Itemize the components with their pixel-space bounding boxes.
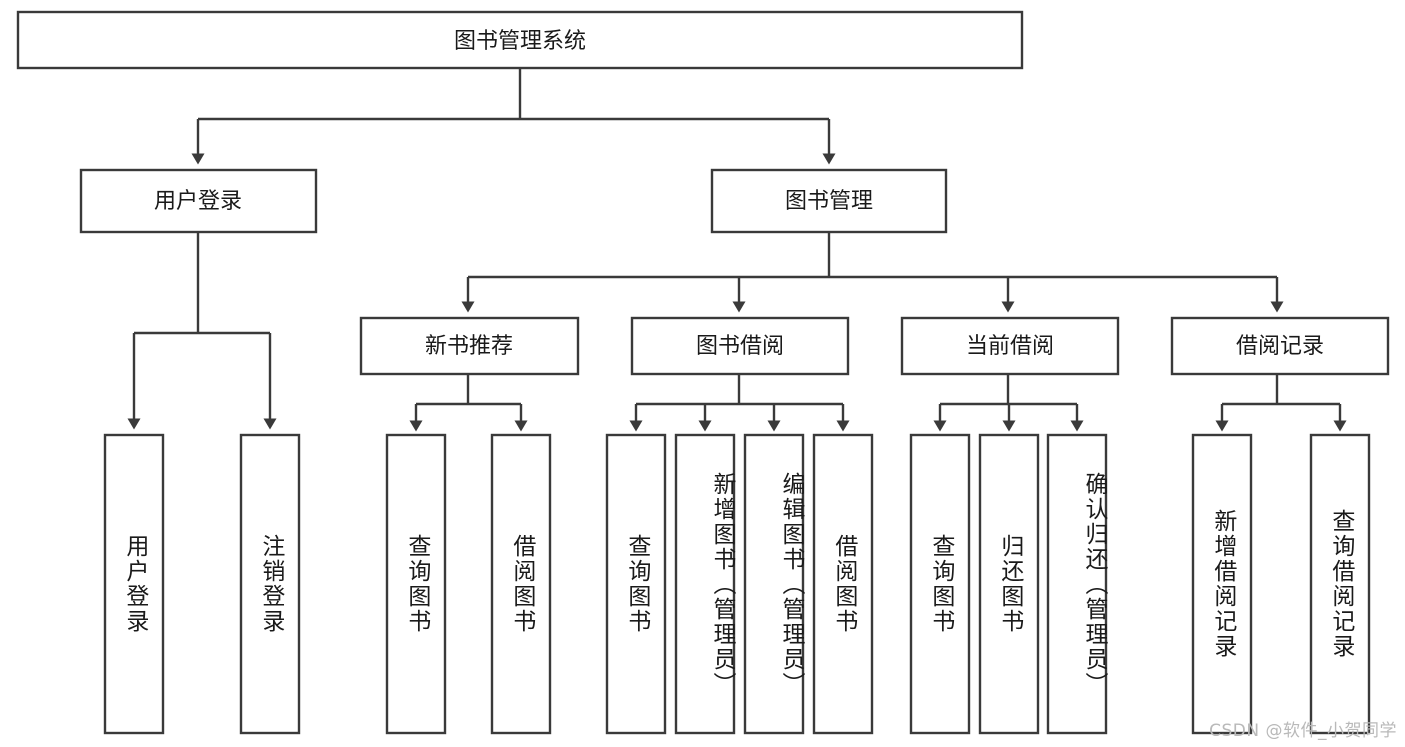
leaf-borrow-book-box[interactable] bbox=[812, 433, 874, 735]
node-book-borrow-box[interactable] bbox=[630, 316, 850, 376]
node-book-manage[interactable]: 图书管理 bbox=[710, 168, 948, 234]
leaf-edit-book-box[interactable] bbox=[743, 433, 805, 735]
leaf-return-book-box[interactable] bbox=[978, 433, 1040, 735]
leaf-user-login-box[interactable] bbox=[103, 433, 165, 735]
node-root[interactable]: 图书管理系统 bbox=[16, 10, 1024, 70]
leaf-add-book-box[interactable] bbox=[674, 433, 736, 735]
node-user-login[interactable]: 用户登录 bbox=[79, 168, 318, 234]
node-borrow-record[interactable]: 借阅记录 bbox=[1170, 316, 1390, 376]
node-borrow-record-box[interactable] bbox=[1170, 316, 1390, 376]
leaf-logout-login-box[interactable] bbox=[239, 433, 301, 735]
node-book-borrow[interactable]: 图书借阅 bbox=[630, 316, 850, 376]
node-new-book-rec[interactable]: 新书推荐 bbox=[359, 316, 580, 376]
leaf-boxes-group bbox=[103, 433, 1371, 735]
leaf-query-record-box[interactable] bbox=[1309, 433, 1371, 735]
node-current-borrow-label: 当前借阅 bbox=[966, 334, 1054, 359]
node-borrow-record-label: 借阅记录 bbox=[1236, 334, 1324, 359]
node-user-login-label: 用户登录 bbox=[154, 189, 242, 214]
leaf-borrow-book-rec-box[interactable] bbox=[490, 433, 552, 735]
leaf-query-book-rec-box[interactable] bbox=[385, 433, 447, 735]
node-user-login-box[interactable] bbox=[79, 168, 318, 234]
watermark-text: CSDN @软件_小贺同学 bbox=[1209, 721, 1397, 741]
edges-group bbox=[127, 68, 1347, 432]
leaf-query-book-borrow-box[interactable] bbox=[605, 433, 667, 735]
node-book-manage-box[interactable] bbox=[710, 168, 948, 234]
leaf-confirm-return-box[interactable] bbox=[1046, 433, 1108, 735]
node-root-box[interactable] bbox=[16, 10, 1024, 70]
node-current-borrow[interactable]: 当前借阅 bbox=[900, 316, 1120, 376]
node-book-manage-label: 图书管理 bbox=[785, 189, 873, 214]
leaf-query-book-current-box[interactable] bbox=[909, 433, 971, 735]
node-book-borrow-label: 图书借阅 bbox=[696, 334, 784, 359]
node-root-label: 图书管理系统 bbox=[454, 29, 586, 54]
node-new-book-rec-label: 新书推荐 bbox=[425, 334, 513, 359]
node-new-book-rec-box[interactable] bbox=[359, 316, 580, 376]
leaf-add-record-box[interactable] bbox=[1191, 433, 1253, 735]
node-current-borrow-box[interactable] bbox=[900, 316, 1120, 376]
